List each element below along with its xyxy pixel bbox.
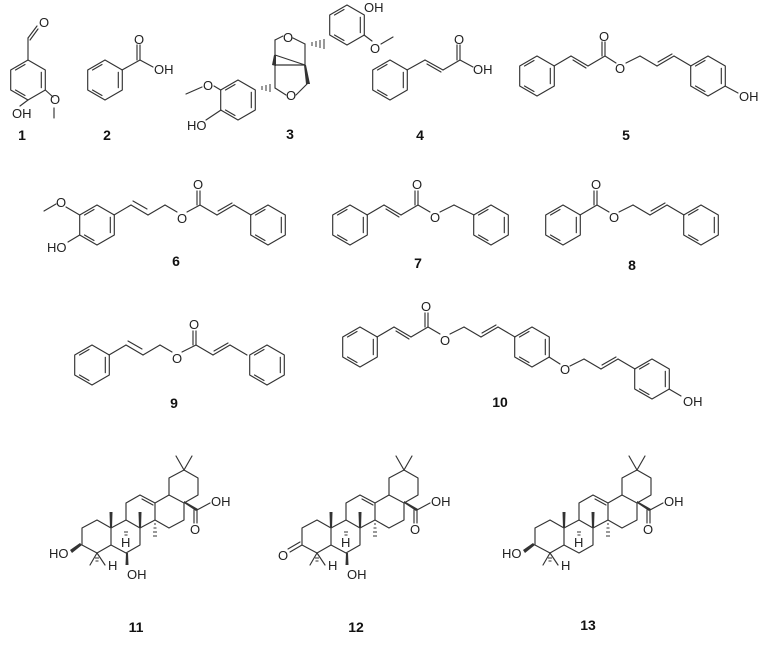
compound-4: O OH 4 xyxy=(372,32,493,143)
atom-3-ho: HO xyxy=(502,546,522,561)
atom-carbonyl-o: O xyxy=(189,317,199,332)
compound-6: O HO O O 6 xyxy=(43,177,286,269)
atom-5-h: H xyxy=(108,558,117,573)
atom-hydroxyl: OH xyxy=(739,89,759,104)
compound-13: OH O HO H H 13 xyxy=(502,455,684,633)
atom-acid-o: O xyxy=(190,522,200,537)
compound-label-6: 6 xyxy=(172,253,180,269)
atom-upper-methoxy-o: O xyxy=(370,41,380,56)
atom-upper-oh: OH xyxy=(364,0,384,15)
compound-label-8: 8 xyxy=(628,257,636,273)
compound-1: O O OH 1 xyxy=(10,15,60,143)
atom-ether-o: O xyxy=(560,362,570,377)
compound-12: OH O O H H OH 12 xyxy=(278,455,451,635)
atom-acid-oh: OH xyxy=(431,494,451,509)
atom-6-oh: OH xyxy=(127,567,147,582)
atom-lower-ho: HO xyxy=(187,118,207,133)
atom-carbonyl-o: O xyxy=(591,177,601,192)
atom-acid-oh: OH xyxy=(211,494,231,509)
atom-carbonyl-o: O xyxy=(421,299,431,314)
compound-label-1: 1 xyxy=(18,127,26,143)
compound-label-3: 3 xyxy=(286,126,294,142)
compound-label-10: 10 xyxy=(492,394,508,410)
compound-label-13: 13 xyxy=(580,617,596,633)
compound-label-5: 5 xyxy=(622,127,630,143)
compound-11: OH O HO H H OH 11 xyxy=(49,455,231,635)
atom-ester-o: O xyxy=(177,211,187,226)
atom-ester-o: O xyxy=(430,210,440,225)
atom-hydroxyl: OH xyxy=(154,62,174,77)
atom-carbonyl-o: O xyxy=(193,177,203,192)
atom-ketone-o: O xyxy=(278,548,288,563)
compound-10: O O O OH 10 xyxy=(342,299,703,410)
atom-9-h: H xyxy=(341,535,350,550)
atom-carbonyl-o: O xyxy=(134,32,144,47)
atom-methoxy-o: O xyxy=(50,92,60,107)
compound-7: O O 7 xyxy=(332,177,509,271)
compound-9: O O 9 xyxy=(74,317,285,411)
atom-hydroxyl: HO xyxy=(47,240,67,255)
atom-ester-o: O xyxy=(615,61,625,76)
atom-acid-o: O xyxy=(410,522,420,537)
atom-carbonyl-o: O xyxy=(599,29,609,44)
atom-hydroxyl: OH xyxy=(12,106,32,121)
compound-label-9: 9 xyxy=(170,395,178,411)
atom-hydroxyl: OH xyxy=(683,394,703,409)
compound-3: OH O O O O xyxy=(185,0,394,142)
atom-ester-o: O xyxy=(440,333,450,348)
compound-label-12: 12 xyxy=(348,619,364,635)
compound-label-7: 7 xyxy=(414,255,422,271)
atom-methoxy-o: O xyxy=(56,195,66,210)
compound-2: O OH 2 xyxy=(87,32,174,143)
atom-3-ho: HO xyxy=(49,546,69,561)
atom-acid-o: O xyxy=(643,522,653,537)
atom-9-h: H xyxy=(121,535,130,550)
atom-9-h: H xyxy=(574,535,583,550)
compound-5: O O OH 5 xyxy=(519,29,759,143)
atom-carbonyl-o: O xyxy=(454,32,464,47)
atom-hydroxyl: OH xyxy=(473,62,493,77)
atom-ester-o: O xyxy=(609,210,619,225)
compound-label-2: 2 xyxy=(103,127,111,143)
atom-acid-oh: OH xyxy=(664,494,684,509)
atom-aldehyde-o: O xyxy=(39,15,49,30)
compound-label-11: 11 xyxy=(129,619,144,635)
compound-label-4: 4 xyxy=(416,127,424,143)
atom-ring-o-lower: O xyxy=(286,88,296,103)
atom-lower-methoxy-o: O xyxy=(203,78,213,93)
atom-ring-o-upper: O xyxy=(283,30,293,45)
atom-carbonyl-o: O xyxy=(412,177,422,192)
compound-8: O O 8 xyxy=(545,177,719,273)
atom-ester-o: O xyxy=(172,351,182,366)
atom-6-oh: OH xyxy=(347,567,367,582)
atom-5-h: H xyxy=(561,558,570,573)
atom-5-h: H xyxy=(328,558,337,573)
